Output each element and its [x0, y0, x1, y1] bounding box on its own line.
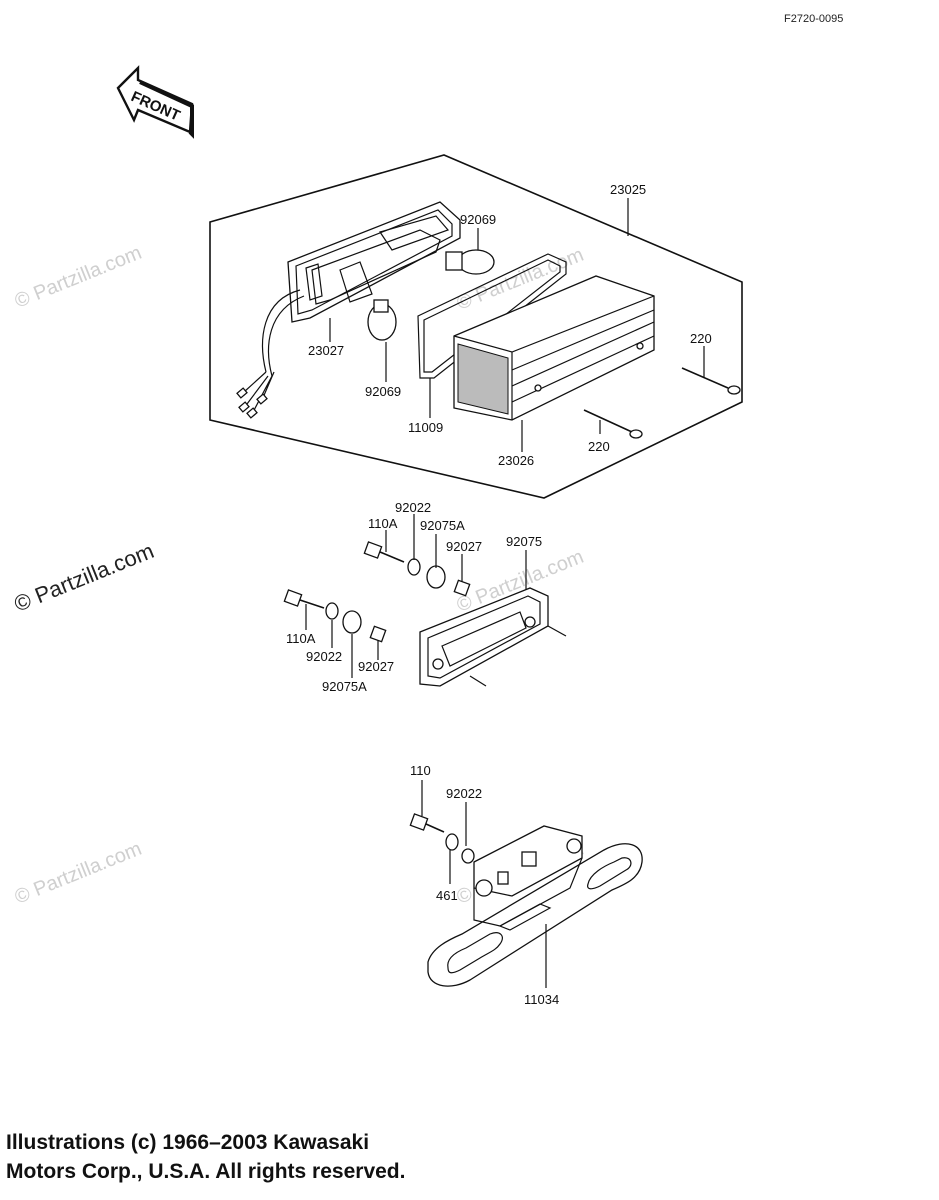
label-11034: 11034: [524, 992, 559, 1007]
hardware-row-lower: [283, 589, 387, 643]
watermark-1: © Partzilla.com: [12, 242, 145, 313]
label-110: 110: [410, 763, 431, 778]
license-bracket: [427, 825, 643, 987]
label-11009: 11009: [408, 420, 443, 435]
label-23025: 23025: [610, 182, 646, 197]
label-92022-upper: 92022: [395, 500, 431, 515]
tail-lens-housing: [236, 201, 461, 419]
bulb-lower: [367, 299, 397, 341]
label-92022-lower: 92022: [306, 649, 342, 664]
screw-220-upper: [681, 367, 741, 395]
label-110A-lower: 110A: [286, 631, 316, 646]
copyright-line-1: Illustrations (c) 1966–2003 Kawasaki: [6, 1131, 370, 1154]
label-92027-upper: 92027: [446, 539, 482, 554]
bulb-upper: [445, 249, 495, 275]
label-461: 461: [436, 888, 458, 903]
leader-lines-upper: [329, 198, 705, 452]
part-labels: 23025 92069 23027 92069 220 11009 220 23…: [286, 182, 712, 1007]
watermark-5: © Partzilla.com: [12, 838, 145, 909]
label-220-lower: 220: [588, 439, 610, 454]
watermark-3: © Partzilla.com: [11, 538, 158, 617]
label-92022-bracket: 92022: [446, 786, 482, 801]
leader-lines-lower: [421, 780, 547, 988]
front-arrow-icon: FRONT: [116, 65, 194, 139]
label-23027: 23027: [308, 343, 344, 358]
drawing-id: F2720-0095: [784, 13, 843, 25]
label-92069-upper: 92069: [460, 212, 496, 227]
label-92075A-upper: 92075A: [420, 518, 465, 533]
tail-lens: [453, 275, 655, 421]
license-lamp-housing: [419, 587, 567, 687]
label-92069-lower: 92069: [365, 384, 401, 399]
label-23026: 23026: [498, 453, 534, 468]
screw-220-lower: [583, 409, 643, 439]
label-92027-lower: 92027: [358, 659, 394, 674]
hardware-bracket: [409, 813, 475, 864]
label-110A-upper: 110A: [368, 516, 398, 531]
leader-lines-middle: [305, 514, 527, 678]
hardware-row-upper: [363, 541, 471, 597]
label-92075: 92075: [506, 534, 542, 549]
copyright-line-2: Motors Corp., U.S.A. All rights reserved…: [6, 1160, 406, 1183]
assembly-boundary: [209, 154, 743, 499]
lens-gasket: [417, 253, 567, 379]
label-220-upper: 220: [690, 331, 712, 346]
label-92075A-lower: 92075A: [322, 679, 367, 694]
